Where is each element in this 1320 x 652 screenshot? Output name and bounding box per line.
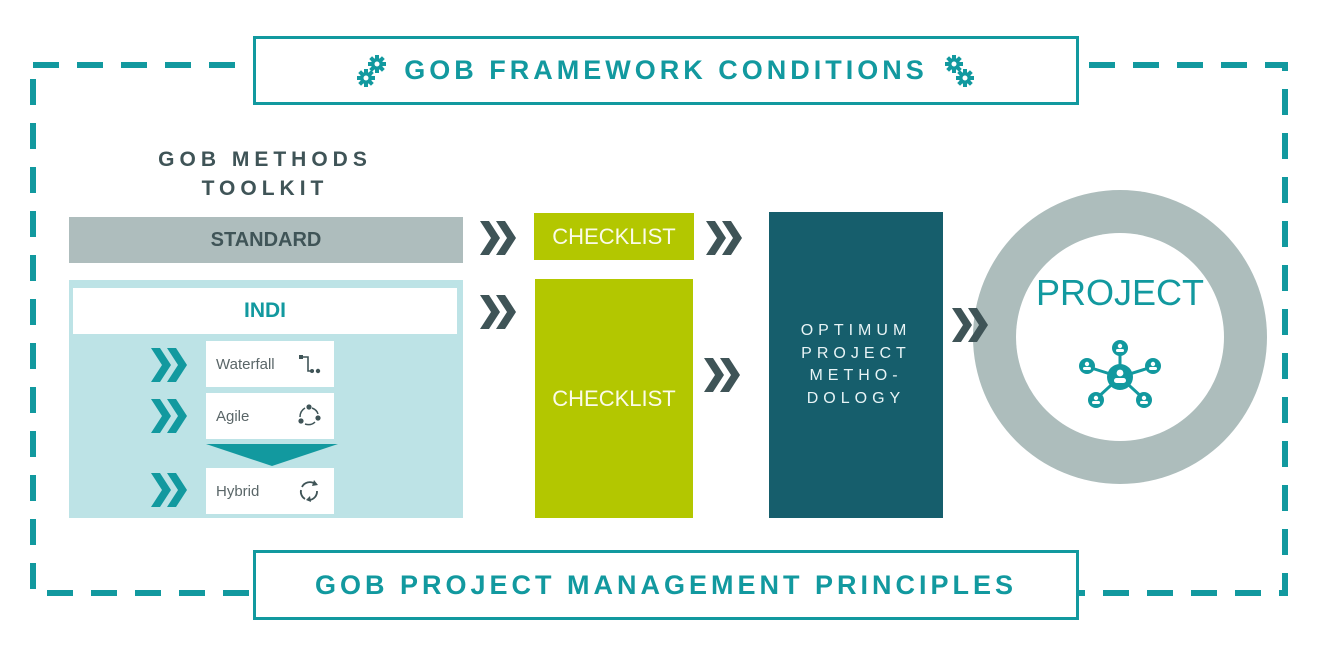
agile-cycle-icon	[298, 404, 321, 426]
optimum-methodology-box: OPTIMUM PROJECT METHO- DOLOGY	[769, 212, 943, 518]
project-label: PROJECT	[1035, 272, 1204, 313]
optimum-line3: METHO-	[809, 367, 903, 384]
indi-label: INDI	[244, 299, 286, 322]
gears-icon	[357, 54, 387, 87]
optimum-line2: PROJECT	[801, 344, 911, 362]
indi-checklist: CHECKLIST	[535, 279, 693, 518]
method-card-waterfall: Waterfall	[206, 341, 334, 387]
chevron-double-right-icon	[151, 399, 187, 433]
down-arrow-triangle	[206, 444, 338, 466]
framework-conditions-label: GOB FRAMEWORK CONDITIONS	[404, 55, 928, 85]
chevron-double-right-icon	[151, 473, 187, 507]
indi-checklist-label: CHECKLIST	[552, 385, 676, 411]
chevron-double-right-icon	[952, 308, 988, 342]
chevron-double-right-icon	[706, 221, 742, 255]
optimum-line1: OPTIMUM	[800, 322, 912, 339]
waterfall-steps-icon	[299, 355, 321, 374]
standard-checklist-label: CHECKLIST	[552, 223, 676, 249]
chevron-double-right-icon	[151, 348, 187, 382]
people-network-icon	[1079, 340, 1161, 408]
method-label-agile: Agile	[216, 407, 250, 425]
indi-header: INDI	[73, 288, 457, 334]
standard-checklist: CHECKLIST	[534, 213, 694, 260]
principles-label: GOB PROJECT MANAGEMENT PRINCIPLES	[314, 569, 1018, 600]
method-card-agile: Agile	[206, 393, 334, 439]
project-management-principles-title: GOB PROJECT MANAGEMENT PRINCIPLES	[253, 550, 1079, 620]
toolkit-heading-line1: GOB METHODS	[158, 148, 372, 171]
standard-label: STANDARD	[210, 228, 322, 251]
hybrid-cycle-icon	[299, 480, 318, 502]
methods-toolkit-heading: GOB METHODS TOOLKIT	[110, 145, 420, 203]
gears-icon	[944, 54, 974, 87]
method-card-hybrid: Hybrid	[206, 468, 334, 514]
chevron-double-right-icon	[480, 295, 516, 329]
method-label-waterfall: Waterfall	[216, 355, 275, 373]
optimum-line4: DOLOGY	[806, 389, 906, 407]
toolkit-heading-line2: TOOLKIT	[201, 177, 329, 200]
chevron-double-right-icon	[704, 358, 740, 392]
project-inner-circle	[1016, 233, 1224, 441]
standard-bar: STANDARD	[69, 217, 463, 263]
chevron-double-right-icon	[480, 221, 516, 255]
framework-conditions-title: GOB FRAMEWORK CONDITIONS	[253, 36, 1079, 105]
method-label-hybrid: Hybrid	[216, 482, 260, 500]
